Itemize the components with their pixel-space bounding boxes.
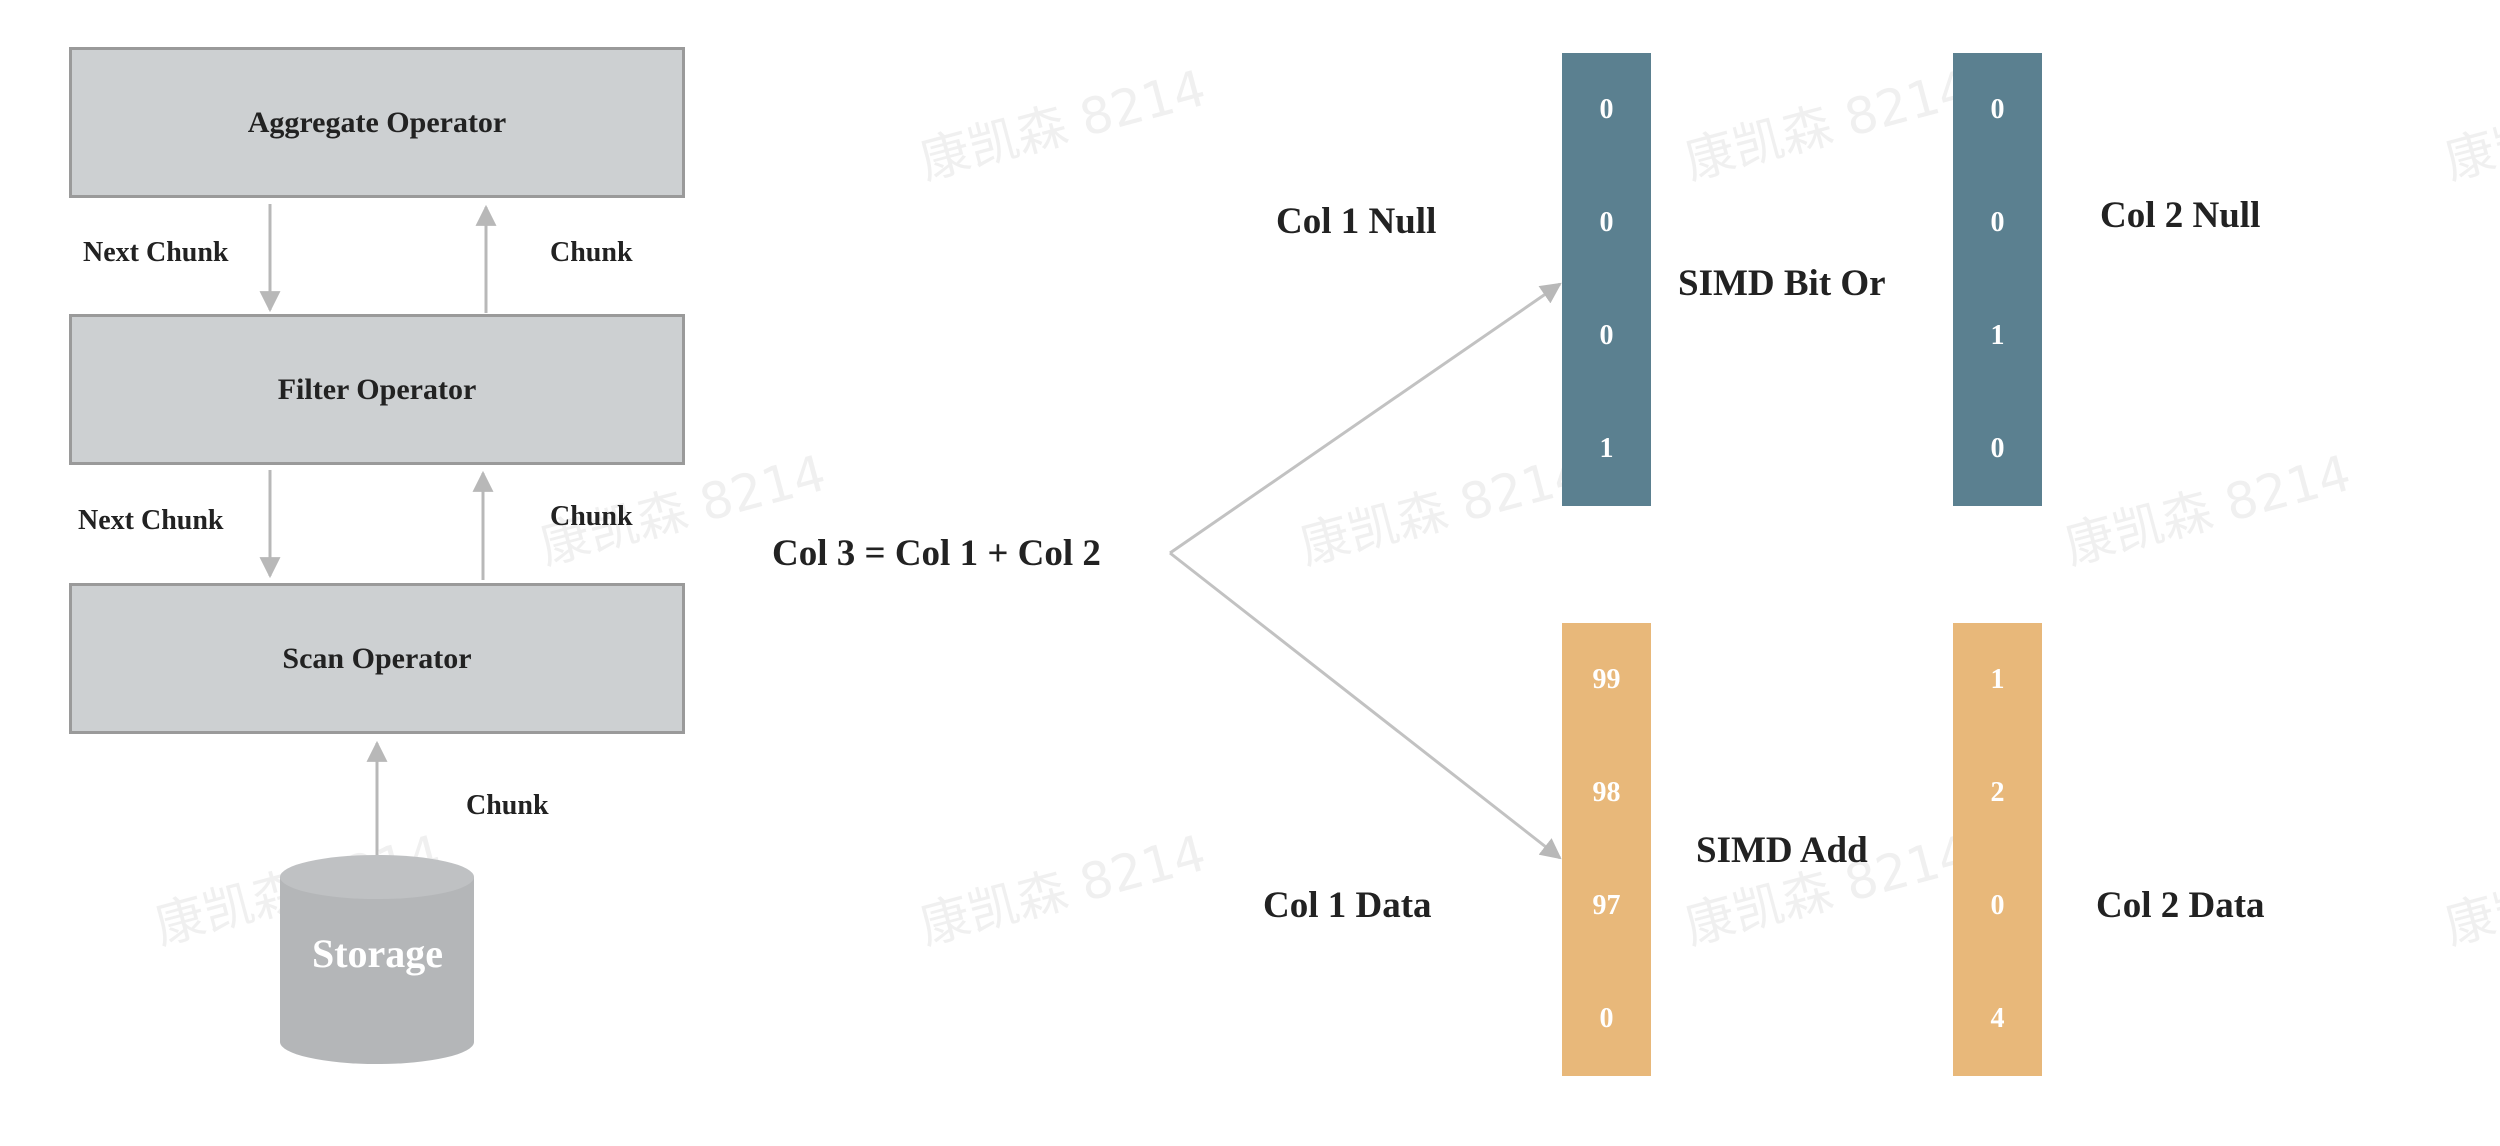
col2-data-label: Col 2 Data xyxy=(2096,885,2265,926)
aggregate-operator: Aggregate Operator xyxy=(69,47,685,198)
vector-cell: 1 xyxy=(1990,663,2005,695)
vector-cell: 1 xyxy=(1599,433,1614,465)
next-chunk-label: Next Chunk xyxy=(83,237,229,268)
simd-add-label: SIMD Add xyxy=(1696,830,1868,871)
col1-data-vector: 99 98 97 0 xyxy=(1562,623,1651,1076)
vector-cell: 0 xyxy=(1990,433,2005,465)
scan-operator-label: Scan Operator xyxy=(282,641,472,675)
aggregate-operator-label: Aggregate Operator xyxy=(247,105,507,139)
filter-operator: Filter Operator xyxy=(69,314,685,465)
chunk-label: Chunk xyxy=(550,501,633,532)
vector-cell: 99 xyxy=(1592,663,1621,695)
vector-cell: 4 xyxy=(1990,1003,2005,1035)
col1-null-vector: 0 0 0 1 xyxy=(1562,53,1651,506)
storage-cylinder xyxy=(280,855,474,1064)
vector-cell: 98 xyxy=(1592,776,1621,808)
storage-label: Storage xyxy=(311,931,444,976)
col1-data-label: Col 1 Data xyxy=(1263,885,1432,926)
col2-data-vector: 1 2 0 4 xyxy=(1953,623,2042,1076)
vector-cell: 0 xyxy=(1990,206,2005,238)
simd-bit-or-label: SIMD Bit Or xyxy=(1678,263,1886,304)
expression-to-null-arrow xyxy=(1169,282,1562,555)
col1-null-label: Col 1 Null xyxy=(1276,201,1437,242)
col2-null-vector: 0 0 1 0 xyxy=(1953,53,2042,506)
vector-cell: 0 xyxy=(1990,93,2005,125)
expression-label: Col 3 = Col 1 + Col 2 xyxy=(772,533,1101,574)
vector-cell: 0 xyxy=(1599,206,1614,238)
next-chunk-label: Next Chunk xyxy=(78,505,224,536)
vector-cell: 0 xyxy=(1599,1003,1614,1035)
vector-cell: 97 xyxy=(1592,890,1621,922)
filter-operator-label: Filter Operator xyxy=(277,372,477,406)
chunk-label: Chunk xyxy=(466,790,549,821)
vector-cell: 2 xyxy=(1990,776,2005,808)
chunk-label: Chunk xyxy=(550,237,633,268)
expression-to-data-arrow xyxy=(1169,551,1562,860)
vector-cell: 0 xyxy=(1599,320,1614,352)
vector-cell: 0 xyxy=(1990,890,2005,922)
vector-cell: 0 xyxy=(1599,93,1614,125)
col2-null-label: Col 2 Null xyxy=(2100,195,2261,236)
vector-cell: 1 xyxy=(1990,320,2005,352)
scan-operator: Scan Operator xyxy=(69,583,685,734)
